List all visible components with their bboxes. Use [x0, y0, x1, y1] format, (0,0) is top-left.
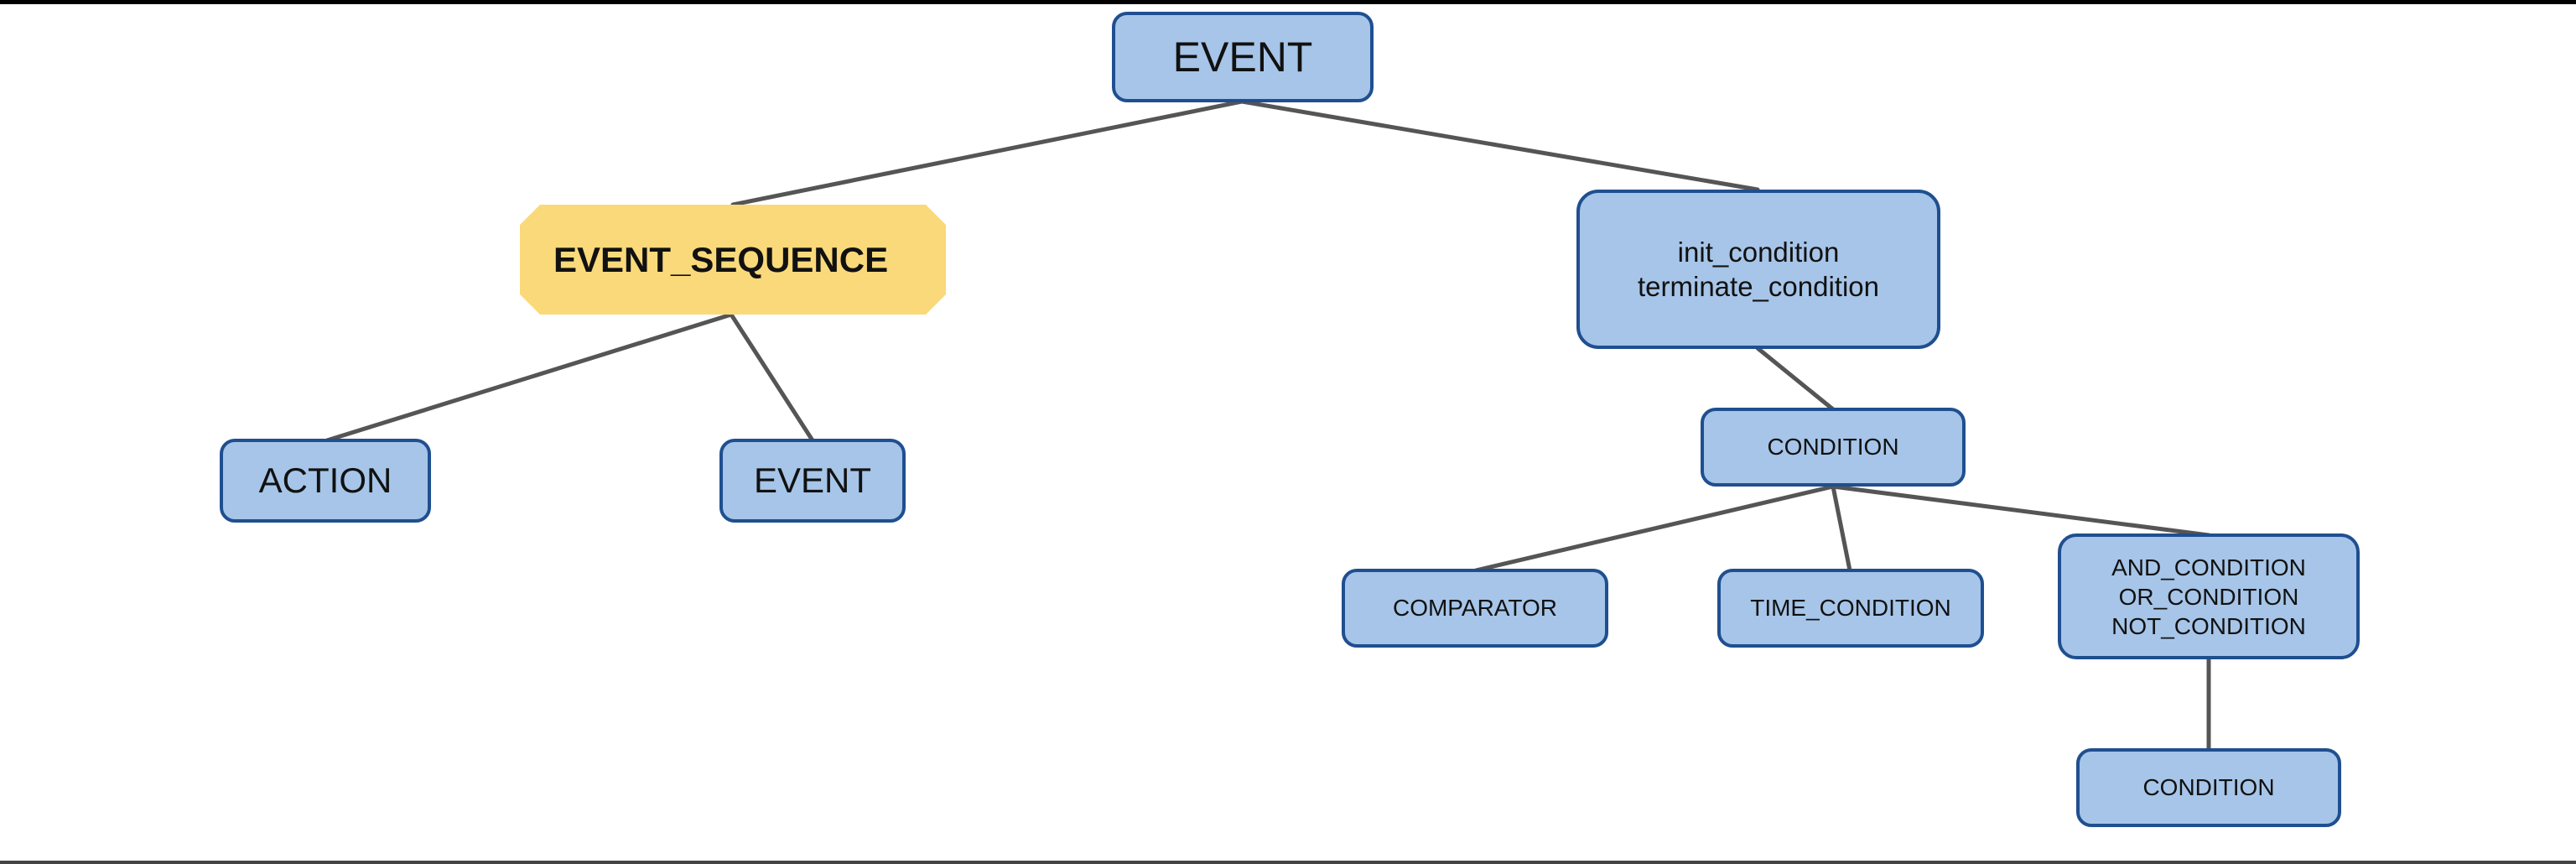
node-comparator: COMPARATOR	[1342, 569, 1608, 648]
node-event-root-label: EVENT	[1172, 34, 1313, 81]
node-action: ACTION	[220, 439, 431, 523]
edge-event-sequence-to-child-event	[729, 312, 815, 443]
edge-root-to-init-terminate	[1239, 99, 1760, 192]
node-time-condition-label: TIME_CONDITION	[1750, 595, 1951, 621]
bottom-border	[0, 861, 2576, 864]
node-logical-conditions: AND_CONDITION OR_CONDITION NOT_CONDITION	[2058, 533, 2360, 659]
edge-root-to-event-sequence	[730, 99, 1244, 207]
node-event-child: EVENT	[719, 439, 906, 523]
edge-init-terminate-to-condition	[1755, 346, 1836, 412]
edge-event-sequence-to-action	[325, 312, 734, 443]
init-condition-label: init_condition	[1677, 236, 1840, 268]
node-condition-nested: CONDITION	[2076, 748, 2341, 827]
node-event-child-label: EVENT	[753, 461, 872, 500]
top-border	[0, 0, 2576, 4]
node-condition: CONDITION	[1701, 408, 1966, 487]
not-condition-label: NOT_CONDITION	[2111, 612, 2306, 639]
node-time-condition: TIME_CONDITION	[1717, 569, 1984, 648]
edge-condition-to-logical-conditions	[1831, 484, 2211, 538]
node-event-sequence: EVENT_SEQUENCE	[520, 205, 946, 315]
terminate-condition-label: terminate_condition	[1637, 271, 1879, 302]
node-event-root: EVENT	[1112, 12, 1374, 102]
edge-condition-to-time-condition	[1831, 484, 1852, 573]
node-condition-label: CONDITION	[1767, 434, 1899, 460]
node-comparator-label: COMPARATOR	[1392, 595, 1557, 621]
node-event-sequence-label: EVENT_SEQUENCE	[553, 239, 889, 279]
node-init-terminate-condition: init_condition terminate_condition	[1576, 190, 1940, 349]
node-action-label: ACTION	[258, 461, 392, 500]
and-condition-label: AND_CONDITION	[2111, 554, 2306, 580]
edge-condition-to-comparator	[1473, 484, 1836, 573]
or-condition-label: OR_CONDITION	[2118, 583, 2299, 610]
node-condition-nested-label: CONDITION	[2142, 774, 2275, 800]
